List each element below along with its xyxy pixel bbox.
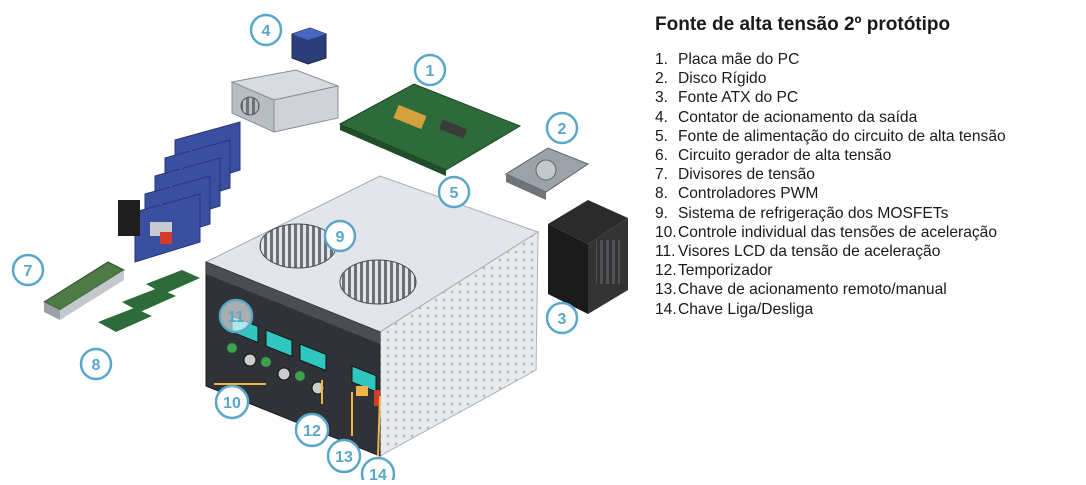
legend-item-number: 8. [655,185,669,203]
callout-4: 4 [249,13,283,47]
callout-2-text: 2 [558,121,567,138]
legend-item: 8. Controladores PWM [655,184,1080,203]
legend-item: 7. Divisores de tensão [655,165,1080,184]
legend-item-text: Circuito gerador de alta tensão [678,147,892,165]
callout-5: 5 [437,175,471,209]
legend-item-number: 2. [655,70,669,88]
callout-markers: 1 2 3 4 5 7 8 9 10 11 12 13 14 [11,13,579,485]
pwm-controllers [98,270,200,332]
callout-1: 1 [413,53,447,87]
legend-item: 4. Contator de acionamento da saída [655,108,1080,127]
callout-2: 2 [545,111,579,145]
legend-list: 1. Placa mãe do PC 2. Disco Rígido 3. Fonte A… [655,50,1080,319]
legend-item-text: Fonte de alimentação do circuito de alta… [678,127,1006,145]
callout-14: 14 [360,456,396,485]
legend-panel: Fonte de alta tensão 2º protótipo 1. Plac… [655,14,1080,319]
legend-item: 11.Visores LCD da tensão de aceleração [655,242,1080,261]
legend-item: 1. Placa mãe do PC [655,50,1080,69]
callout-7: 7 [11,253,45,287]
power-supply-unit [230,69,340,133]
legend-item-text: Temporizador [678,262,773,280]
main-chassis [204,175,540,457]
motherboard [338,83,522,176]
voltage-dividers [42,261,126,320]
legend-item: 10.Controle individual das tensões de ac… [655,223,1080,242]
legend-item: 13.Chave de acionamento remoto/manual [655,280,1080,299]
callout-4-text: 4 [262,23,271,40]
legend-item-text: Chave de acionamento remoto/manual [678,281,947,299]
callout-10: 10 [214,384,250,420]
legend-item-number: 13. [655,281,677,299]
legend-item-number: 6. [655,147,669,165]
callout-14-text: 14 [369,467,387,480]
callout-3: 3 [545,301,579,335]
legend-item-text: Controladores PWM [678,185,819,203]
callout-11-text: 11 [228,309,245,326]
legend-item: 5. Fonte de alimentação do circuito de al… [655,127,1080,146]
callout-13: 13 [326,438,362,474]
legend-item-number: 5. [655,127,669,145]
callout-9-text: 9 [336,229,345,246]
legend-item-number: 1. [655,51,669,68]
legend-item-number: 7. [655,166,669,184]
legend-item: 2. Disco Rígido [655,69,1080,88]
legend-item: 14.Chave Liga/Desliga [655,300,1080,319]
callout-1-text: 1 [426,63,435,80]
callout-arrows [214,380,381,457]
legend-item-number: 14. [655,300,677,318]
callout-8: 8 [79,347,113,381]
legend-item-number: 12. [655,262,677,280]
callout-3-text: 3 [558,311,567,328]
callout-8-text: 8 [92,357,101,374]
legend-item-text: Visores LCD da tensão de aceleração [678,243,941,261]
legend-item-text: Chave Liga/Desliga [678,300,814,318]
callout-9: 9 [323,219,357,253]
hard-disk [504,147,590,200]
legend-item-text: Fonte ATX do PC [678,89,799,107]
legend-item-number: 9. [655,204,669,222]
legend-item: 12.Temporizador [655,261,1080,280]
legend-item-number: 11. [655,243,676,261]
legend-item-text: Controle individual das tensões de acele… [678,223,998,241]
diagram-illustration: 1 2 3 4 5 7 8 9 10 11 12 13 14 [11,13,628,485]
callout-12-text: 12 [303,423,321,440]
legend-item-text: Disco Rígido [678,70,767,88]
legend-item-number: 4. [655,108,669,126]
callout-10-text: 10 [223,395,241,412]
legend-title: Fonte de alta tensão 2º protótipo [655,14,951,35]
callout-12: 12 [294,412,330,448]
contactor [291,27,327,65]
hv-generator-boards [118,121,241,263]
legend-item: 3. Fonte ATX do PC [655,88,1080,107]
legend-item: 6. Circuito gerador de alta tensão [655,146,1080,165]
callout-11: 11 [218,298,254,334]
atx-power-supply [548,200,628,314]
callout-13-text: 13 [335,449,353,466]
legend-item-text: Divisores de tensão [678,166,815,184]
legend-item-text: Placa mãe do PC [678,51,800,68]
legend-item-number: 10. [655,223,677,241]
legend-item-number: 3. [655,89,669,107]
legend-item-text: Contator de acionamento da saída [678,108,918,126]
legend-item-text: Sistema de refrigeração dos MOSFETs [678,204,949,222]
callout-7-text: 7 [24,263,33,280]
legend-item: 9. Sistema de refrigeração dos MOSFETs [655,204,1080,223]
callout-5-text: 5 [450,185,459,202]
